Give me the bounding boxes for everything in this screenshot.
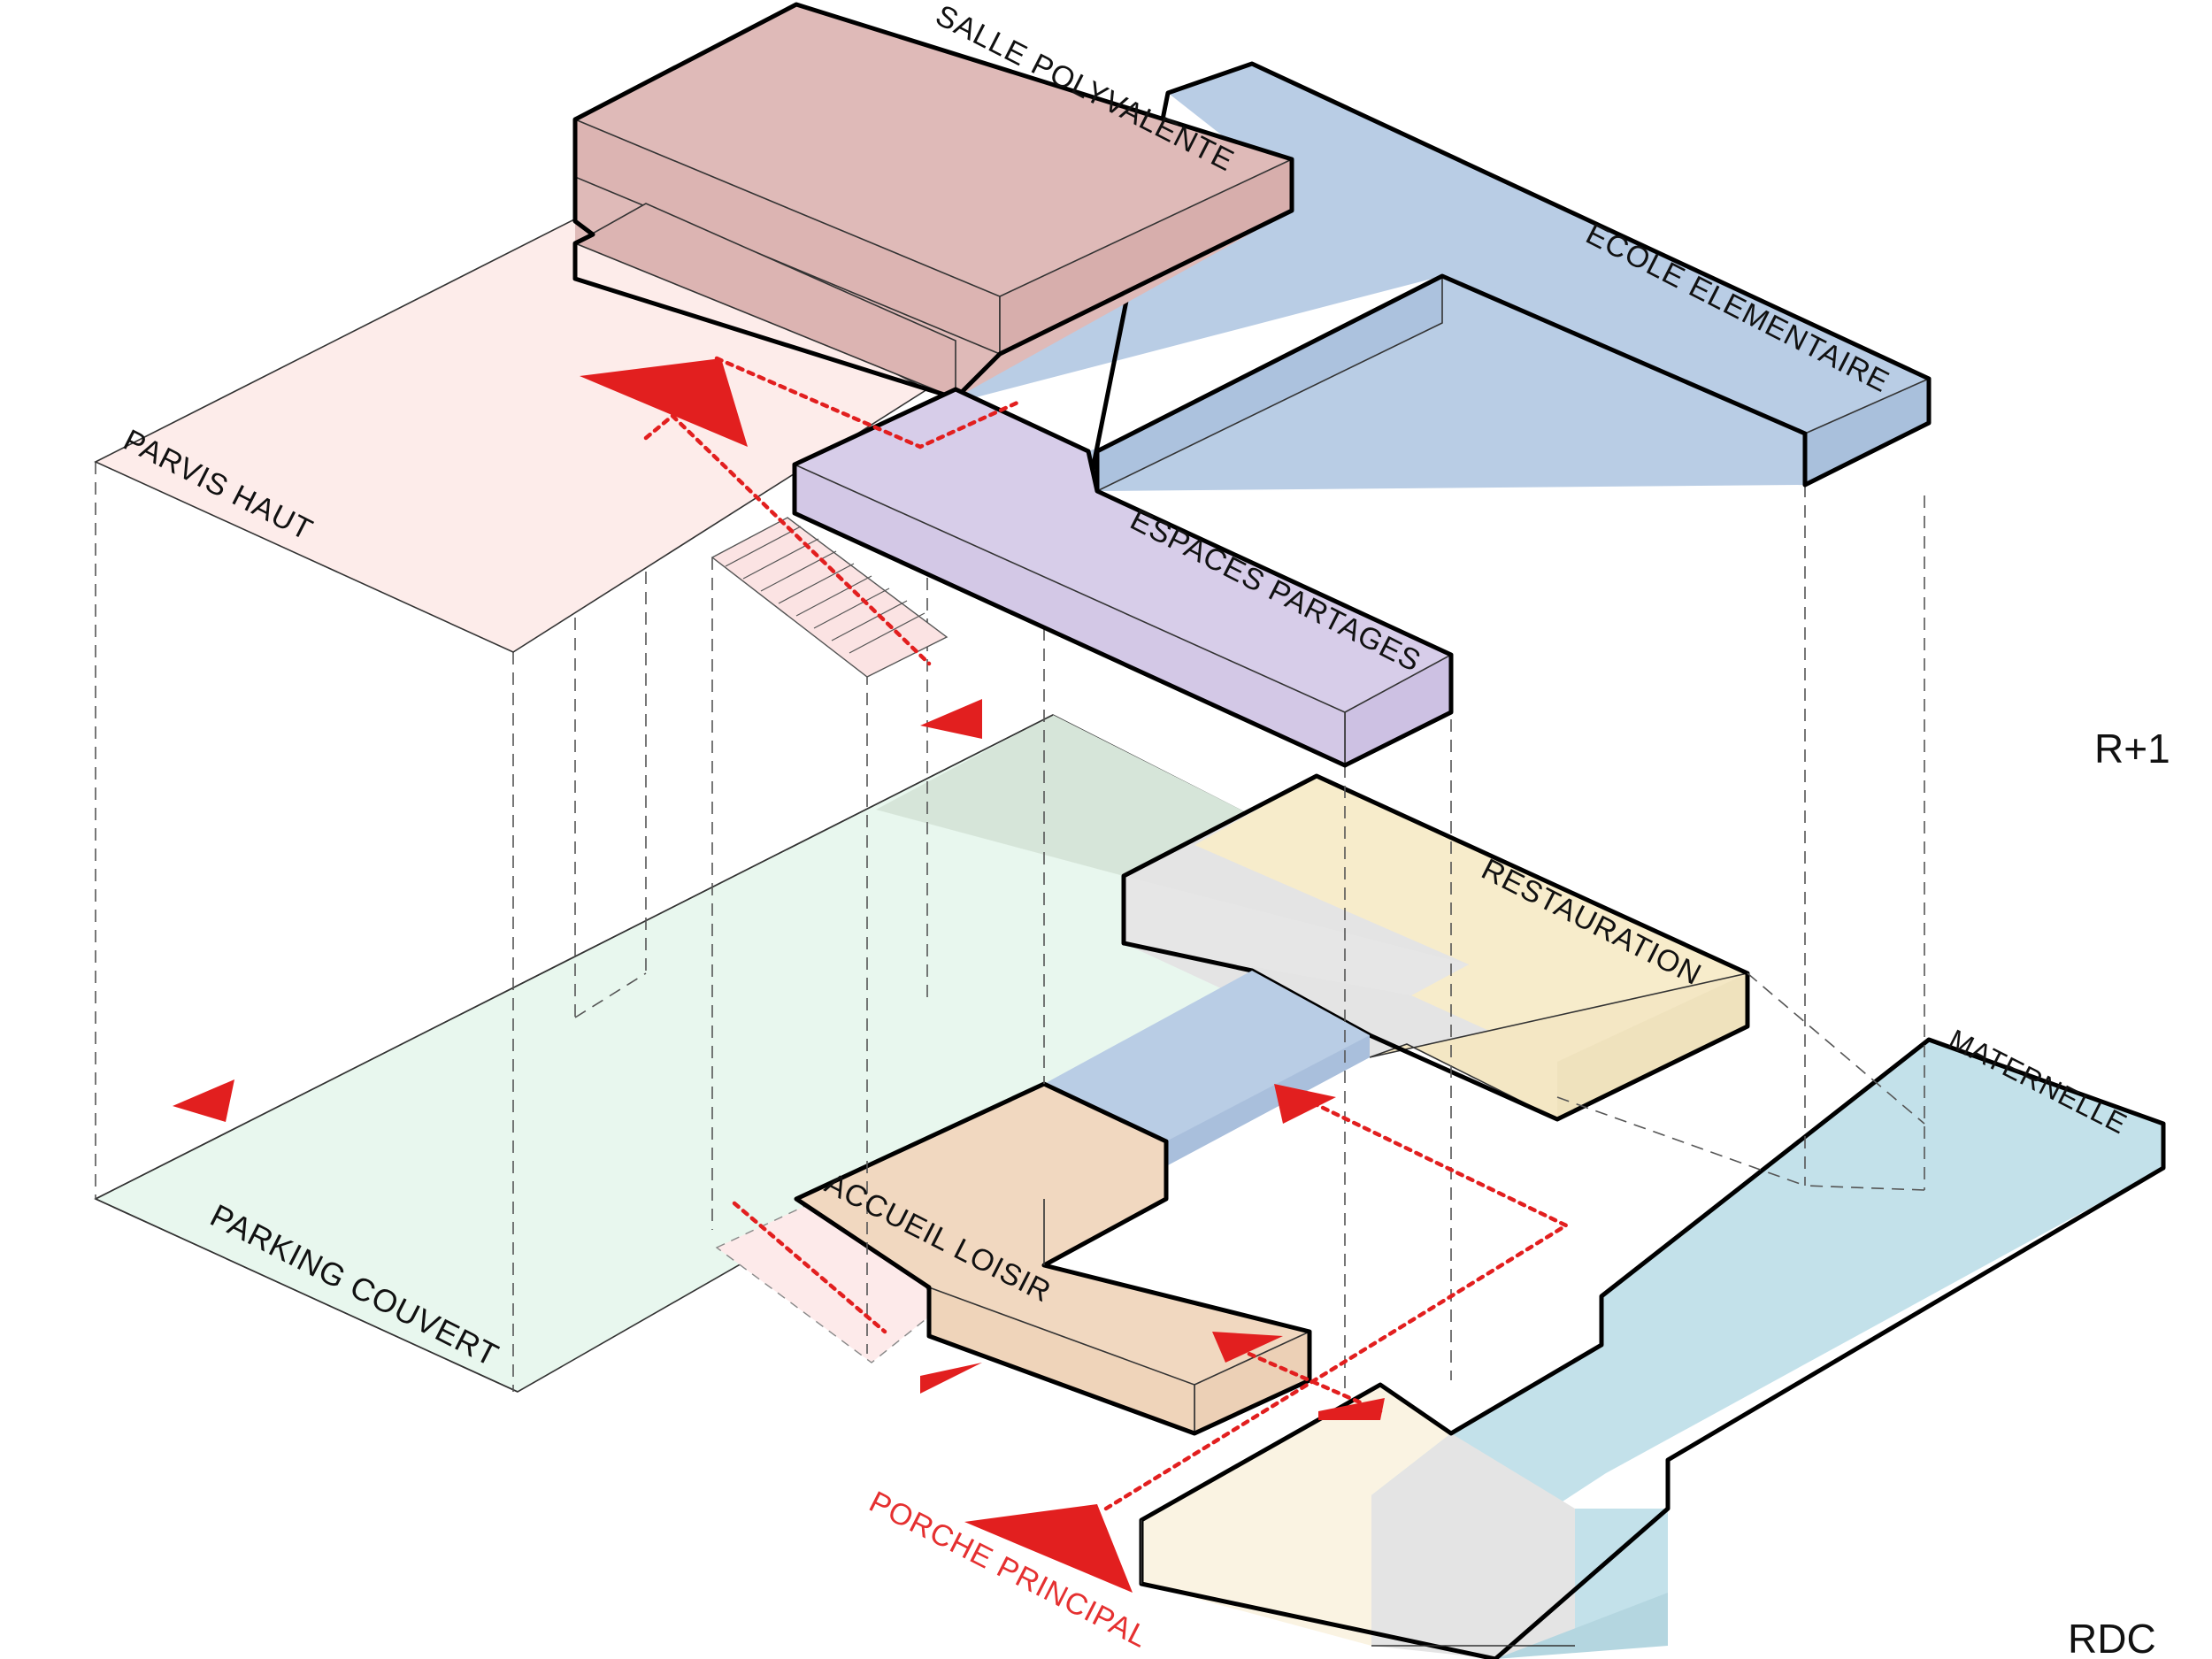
arrow-parvis-entry bbox=[580, 358, 748, 447]
ecole-elementaire-block bbox=[894, 61, 1932, 494]
circulation-routes bbox=[643, 356, 1571, 1511]
level-label-r1: R+1 bbox=[2094, 726, 2170, 772]
arrow-porche-principal bbox=[964, 1504, 1133, 1593]
salle-polyvalente-block bbox=[572, 2, 1294, 401]
direction-arrows bbox=[173, 358, 1385, 1593]
maternelle-block bbox=[1139, 1037, 2166, 1659]
arrow-parking bbox=[173, 1079, 234, 1122]
accueil-loisir-block bbox=[794, 1081, 1312, 1436]
level-label-rdc: RDC bbox=[2068, 1616, 2156, 1659]
arrow-porche bbox=[920, 1363, 982, 1394]
arrow-accueil-entry bbox=[1212, 1332, 1283, 1363]
level-labels: R+1 RDC bbox=[2068, 726, 2170, 1659]
stairs bbox=[710, 517, 949, 678]
restauration-block bbox=[1121, 773, 1750, 1122]
arrow-passage bbox=[920, 699, 982, 739]
arrow-maternelle bbox=[1318, 1398, 1385, 1420]
arrow-restauration bbox=[1274, 1084, 1336, 1124]
parking-couvert-zone bbox=[94, 714, 1267, 1393]
